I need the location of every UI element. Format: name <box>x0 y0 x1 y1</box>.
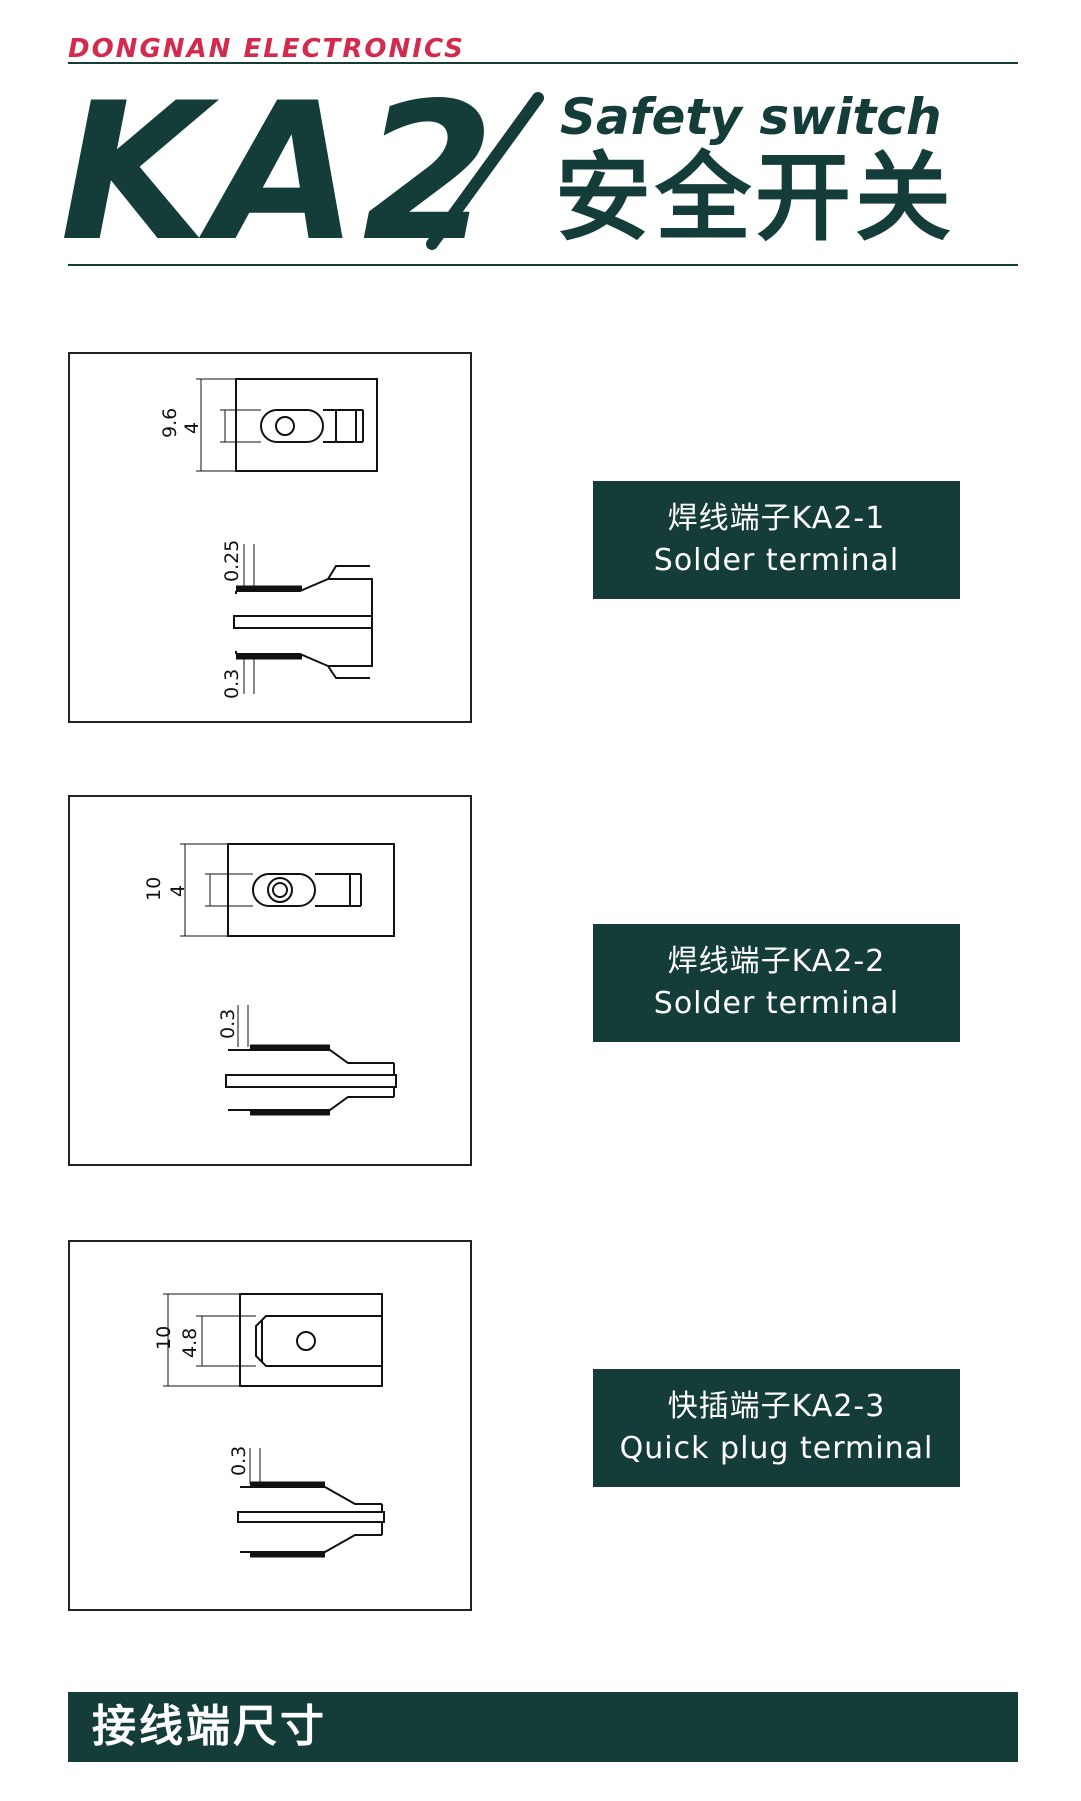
dim-thickness-top-label: 0.3 <box>217 1009 239 1039</box>
terminal-name-cn: 焊线端子KA2-2 <box>667 944 886 979</box>
terminal-name-en: Solder terminal <box>653 543 900 578</box>
terminal-drawing-ka2-1: 9.6 4 0.25 0.3 <box>68 352 472 723</box>
terminal-drawing-ka2-2: 10 4 0.3 <box>68 795 472 1166</box>
terminal-drawing-ka2-3: 10 4.8 0.3 <box>68 1240 472 1611</box>
terminal-label-ka2-3: 快插端子KA2-3 Quick plug terminal <box>593 1369 960 1487</box>
terminal-name-cn: 快插端子KA2-3 <box>667 1389 886 1424</box>
header-bottom-rule <box>68 264 1018 266</box>
dim-slot-label: 4 <box>181 422 203 434</box>
footer-title-bar: 接线端尺寸 <box>68 1692 1018 1762</box>
dim-slot-label: 4 <box>167 885 189 897</box>
title-slash <box>426 92 544 250</box>
dim-height-label: 10 <box>153 1326 175 1350</box>
terminal-name-en: Quick plug terminal <box>619 1431 934 1466</box>
dim-thickness-bottom-label: 0.3 <box>221 669 243 699</box>
dim-slot-label: 4.8 <box>179 1328 201 1358</box>
dim-thickness-top-label: 0.25 <box>221 540 243 582</box>
terminal-label-ka2-2: 焊线端子KA2-2 Solder terminal <box>593 924 960 1042</box>
model-code: KA2 <box>60 62 499 283</box>
dim-height-label: 9.6 <box>159 408 181 438</box>
title-chinese: 安全开关 <box>555 142 955 254</box>
title-english: Safety switch <box>560 88 942 146</box>
terminal-label-ka2-1: 焊线端子KA2-1 Solder terminal <box>593 481 960 599</box>
terminal-name-cn: 焊线端子KA2-1 <box>667 501 886 536</box>
dim-thickness-top-label: 0.3 <box>228 1446 250 1476</box>
header-top-rule <box>68 62 1018 64</box>
terminal-name-en: Solder terminal <box>653 986 900 1021</box>
brand-name: DONGNAN ELECTRONICS <box>68 34 465 64</box>
dim-height-label: 10 <box>143 877 165 901</box>
